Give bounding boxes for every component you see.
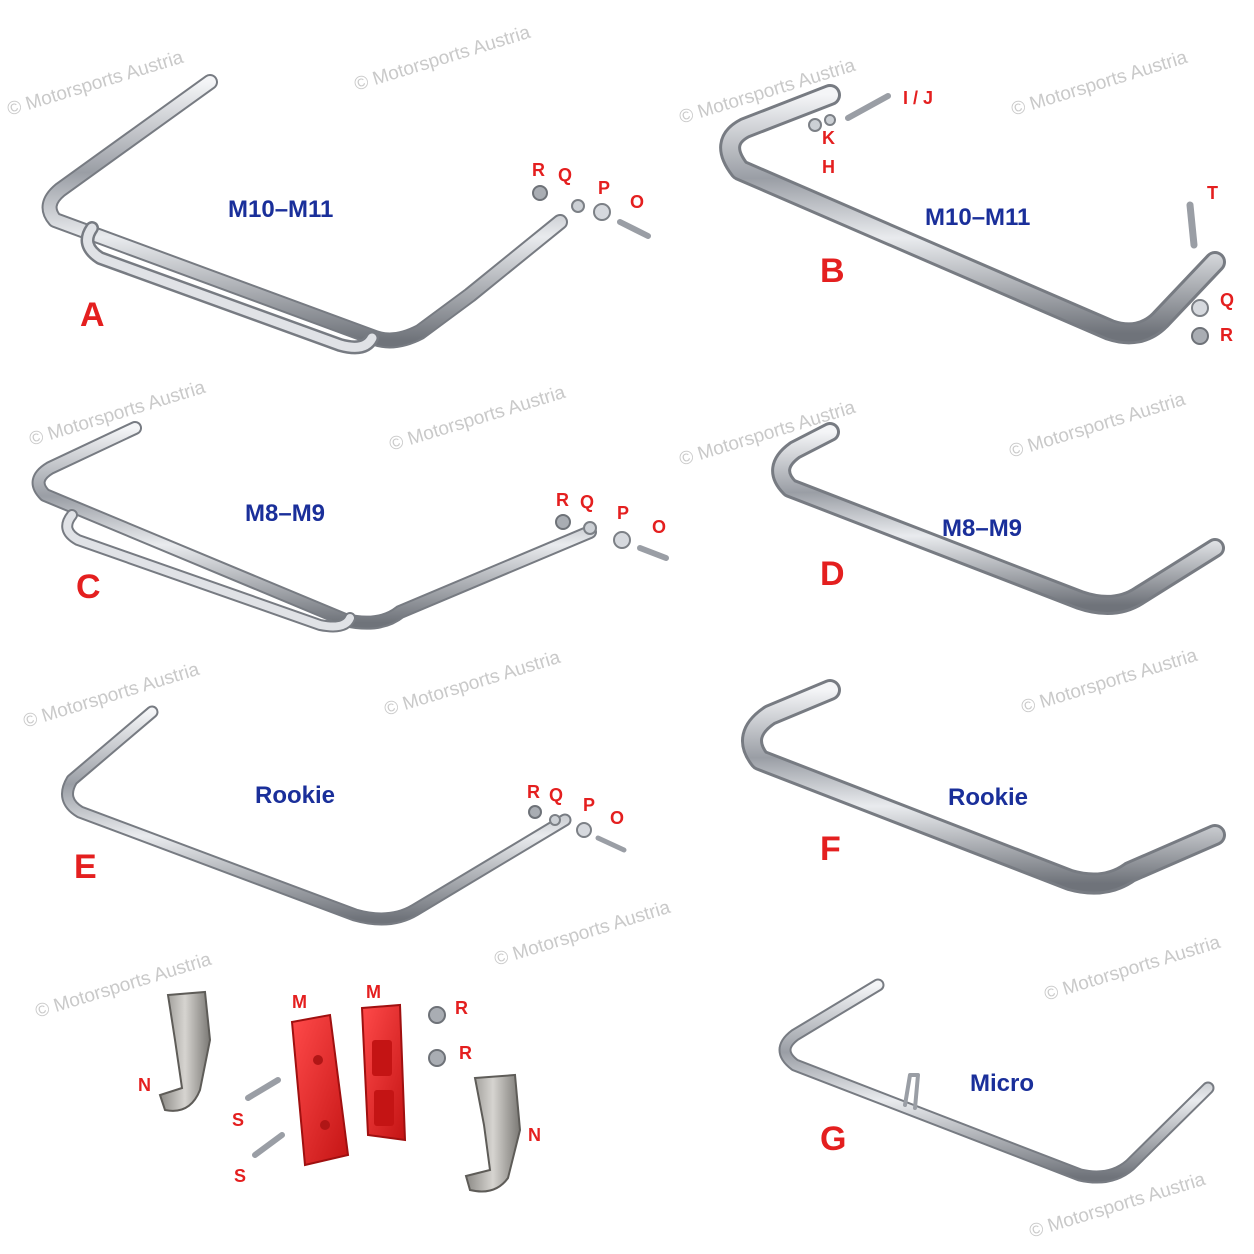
part-label-p: P	[617, 503, 630, 523]
part-label-k: K	[822, 128, 835, 148]
part-label-o: O	[610, 808, 625, 828]
part-label-r: R	[532, 160, 545, 180]
panel-letter-e: E	[74, 848, 97, 886]
part-label-q: Q	[549, 785, 564, 805]
part-label-n: N	[528, 1125, 541, 1145]
bumper-g	[778, 978, 1215, 1184]
part-label-r: R	[1220, 325, 1233, 345]
part-label-s: S	[234, 1166, 247, 1186]
part-label-s: S	[232, 1110, 245, 1130]
part-label-h: H	[822, 157, 835, 177]
panel-letter-g: G	[820, 1120, 847, 1158]
panel-letter-b: B	[820, 252, 845, 290]
hardware-e	[528, 805, 627, 853]
mount-block-right	[360, 1003, 407, 1142]
part-label-t: T	[1207, 183, 1218, 203]
part-label-r: R	[459, 1043, 472, 1063]
hardware-b	[808, 93, 1209, 345]
bumper-a	[41, 74, 568, 355]
model-label-e: Rookie	[255, 782, 336, 809]
part-label-p: P	[598, 178, 611, 198]
model-label-c: M8–M9	[245, 500, 326, 527]
model-label-d: M8–M9	[942, 515, 1023, 542]
bumper-e	[61, 705, 572, 926]
part-label-q: Q	[1220, 290, 1235, 310]
hardware-a	[532, 185, 651, 239]
part-label-q: Q	[580, 492, 595, 512]
model-label-a: M10–M11	[228, 196, 334, 223]
part-label-r: R	[455, 998, 468, 1018]
bumper-f	[741, 679, 1226, 895]
part-label-o: O	[630, 192, 645, 212]
model-label-g: Micro	[970, 1070, 1035, 1097]
model-label-f: Rookie	[948, 784, 1029, 811]
panel-letter-c: C	[76, 568, 101, 606]
bolts-s	[245, 1077, 285, 1158]
bumper-d	[771, 422, 1225, 615]
panel-letter-d: D	[820, 555, 845, 593]
part-label-r: R	[556, 490, 569, 510]
bumper-c	[31, 421, 597, 633]
part-label-o: O	[652, 517, 667, 537]
clip-left	[158, 990, 212, 1112]
part-label-r: R	[527, 782, 540, 802]
model-label-b: M10–M11	[925, 204, 1031, 231]
part-label-m: M	[366, 982, 381, 1002]
bumper-b	[719, 84, 1226, 345]
panel-letter-a: A	[80, 296, 105, 334]
part-label-p: P	[583, 795, 596, 815]
clip-right	[464, 1073, 522, 1193]
hardware-c	[555, 514, 669, 561]
mount-block-left	[290, 1013, 350, 1167]
part-label-ij: I / J	[903, 88, 934, 108]
part-label-m: M	[292, 992, 307, 1012]
panel-letter-f: F	[820, 830, 841, 868]
part-label-q: Q	[558, 165, 573, 185]
nuts-r	[428, 1006, 446, 1067]
part-label-n: N	[138, 1075, 151, 1095]
